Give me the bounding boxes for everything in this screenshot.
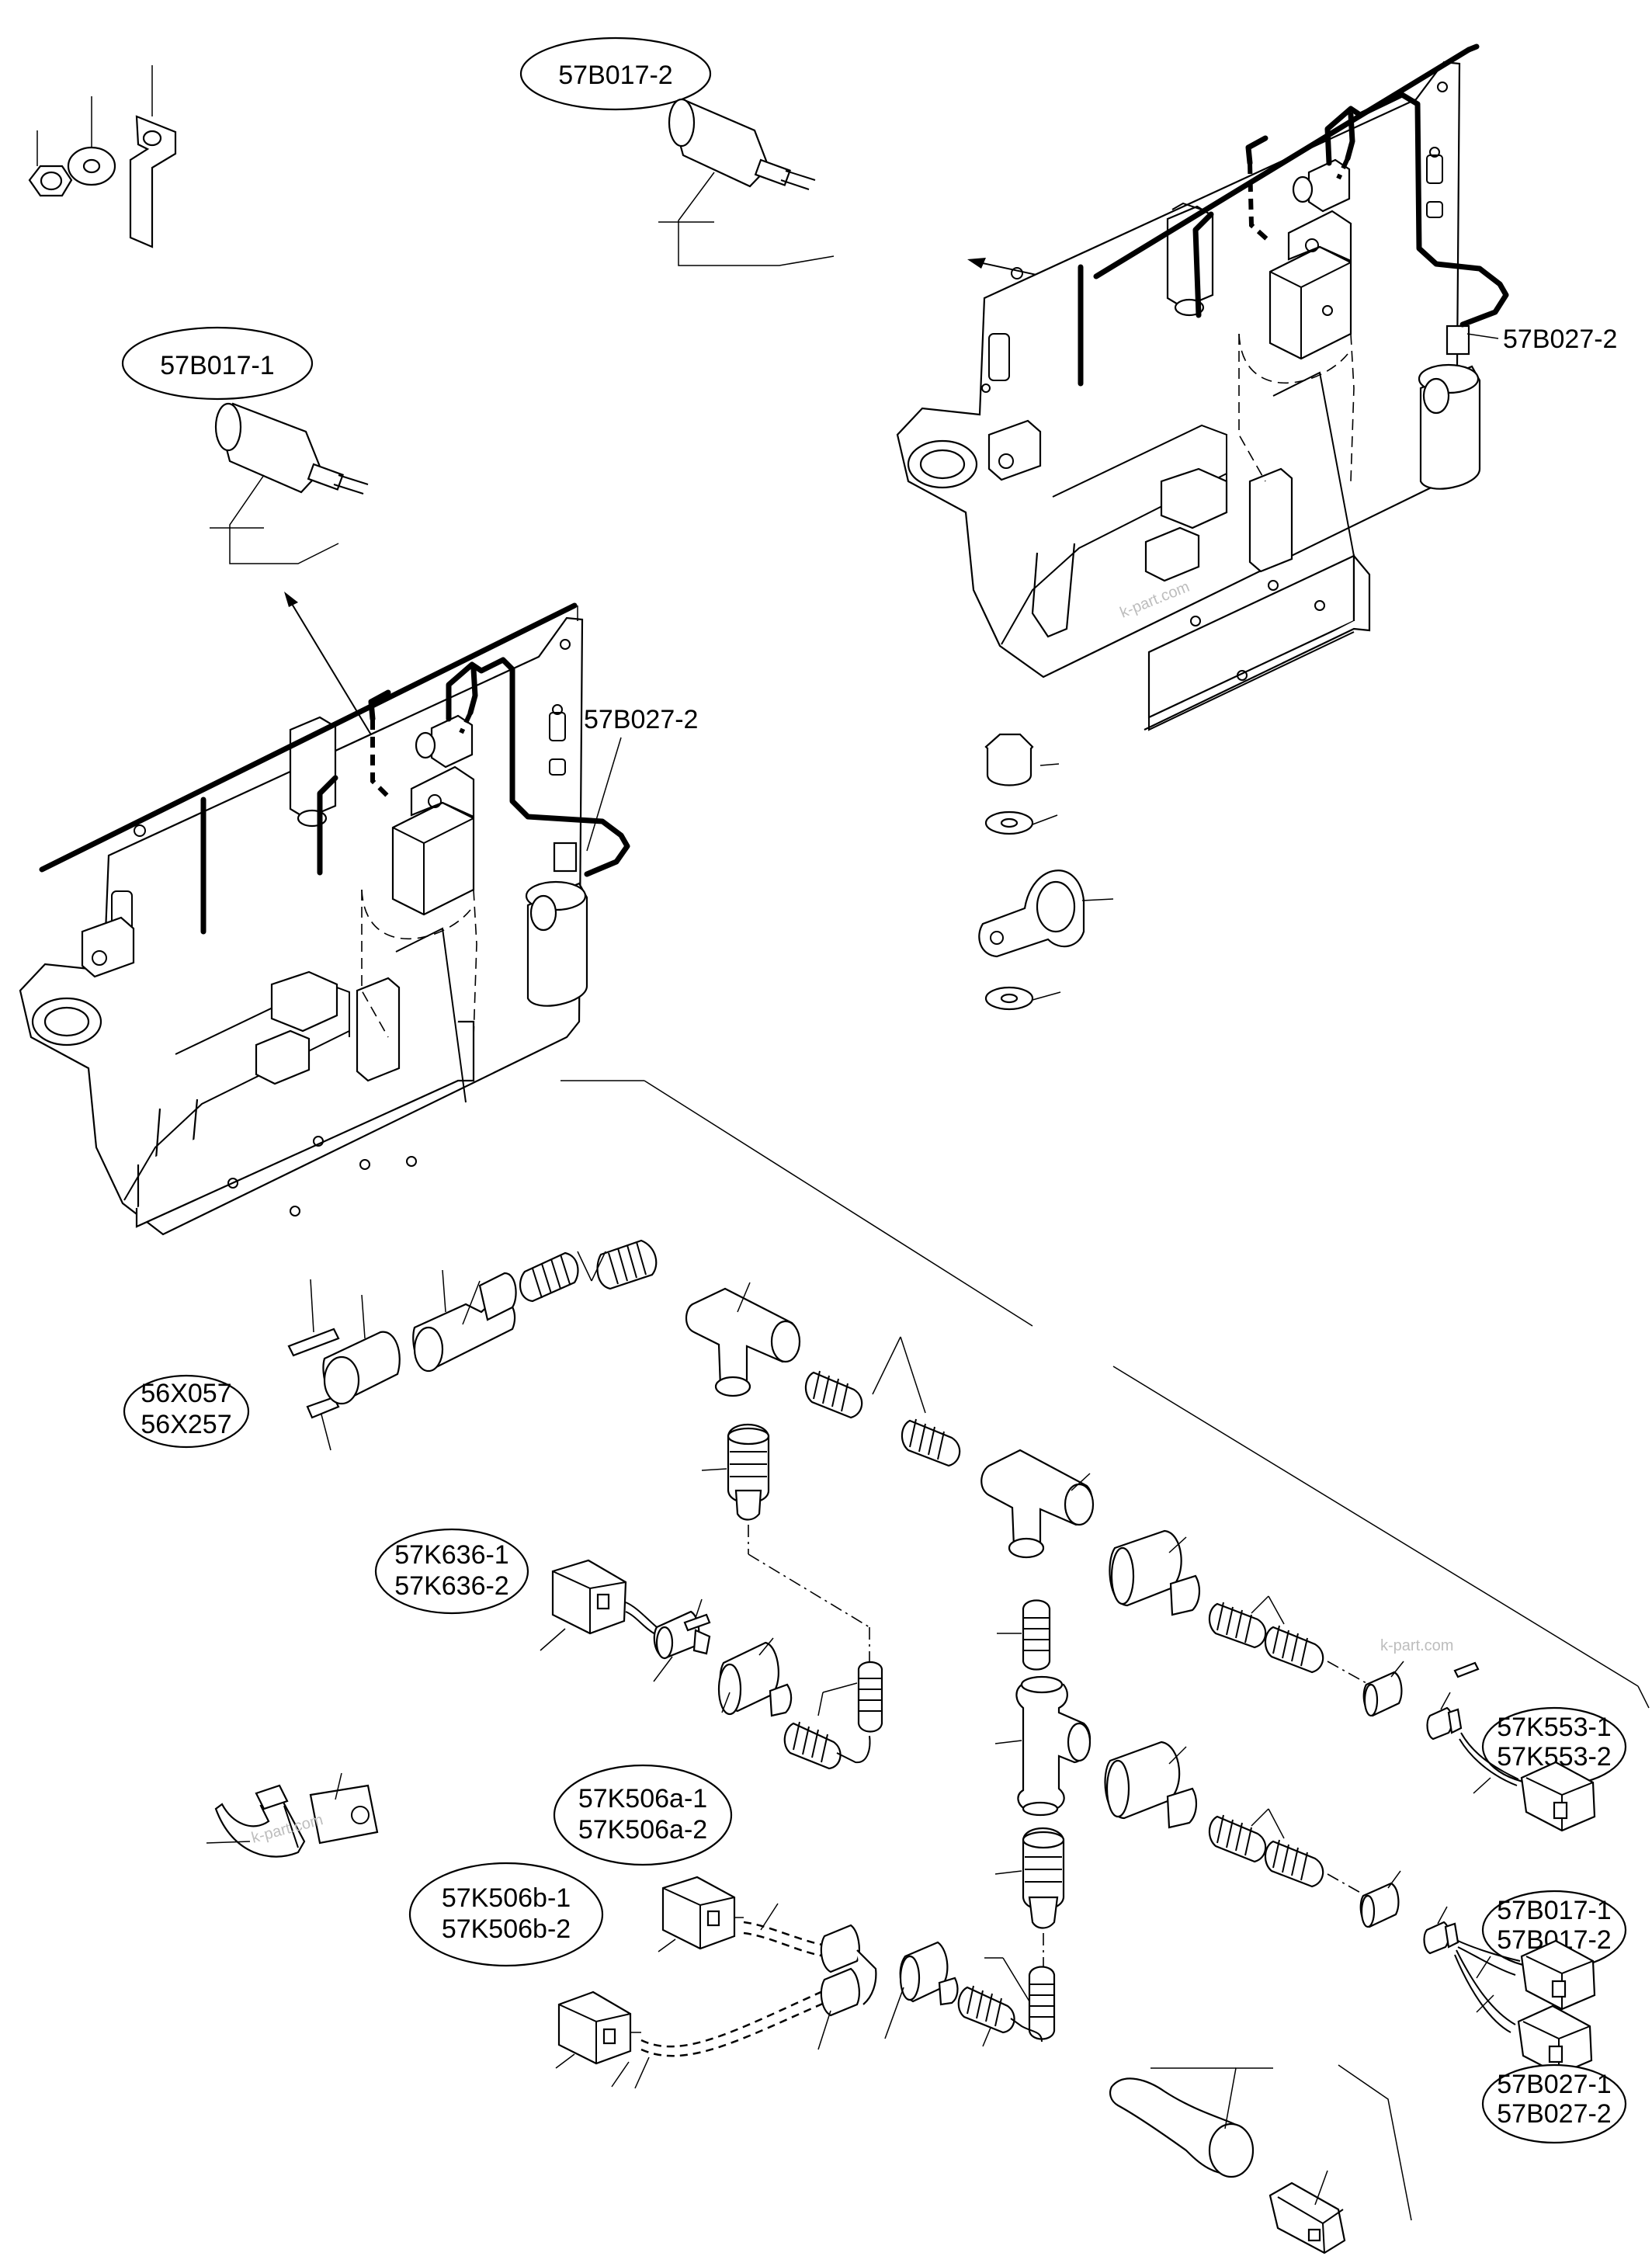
label-57B017-1-top: 57B017-1 (160, 351, 274, 380)
corrugated-segment-9 (1022, 1599, 1051, 1671)
label-57K506b-2: 57K506b-2 (442, 1914, 571, 1944)
label-57K553-1: 57K553-1 (1497, 1713, 1611, 1742)
label-57K636-2: 57K636-2 (394, 1571, 508, 1601)
corrugated-segment-6 (1264, 1625, 1324, 1674)
label-56X057: 56X057 (141, 1379, 231, 1408)
sensor-57B017-2-top: 57B017-2 (519, 36, 835, 266)
label-57B027-2-right: 57B027-2 (1497, 2099, 1611, 2129)
label-57K636-1: 57K636-1 (394, 1540, 508, 1570)
corrugated-segment-7 (783, 1721, 842, 1770)
label-57B027-2-left: 57B027-2 (584, 705, 698, 734)
label-57B027-1-right: 57B027-1 (1497, 2070, 1611, 2099)
corrugated-segment-2 (596, 1239, 658, 1290)
machine-frame-right: 57B027-2 k-part.com (896, 43, 1617, 731)
corrugated-segment-4 (901, 1418, 961, 1467)
clamp-hardware (978, 733, 1114, 1011)
label-57K506a-1: 57K506a-1 (578, 1784, 707, 1813)
label-57B017-2-top: 57B017-2 (558, 61, 672, 90)
machine-frame-left: 57B027-2 (19, 602, 698, 1236)
label-57B017-1-right: 57B017-1 (1497, 1896, 1611, 1925)
sensor-57B017-1: 57B017-1 (121, 326, 369, 564)
label-57K506b-1: 57K506b-1 (442, 1883, 571, 1913)
corrugated-segment-12 (1028, 1966, 1056, 2040)
corrugated-segment-13 (957, 1985, 1015, 2034)
corrugated-segment-1 (519, 1251, 579, 1303)
corrugated-segment-8 (857, 1661, 883, 1733)
corrugated-segment-5 (1208, 1602, 1267, 1649)
label-57B027-2-right: 57B027-2 (1503, 325, 1617, 354)
label-56X257: 56X257 (141, 1410, 231, 1439)
corrugated-segment-3 (804, 1370, 863, 1419)
nut-washer-bracket (28, 65, 177, 248)
label-57K506a-2: 57K506a-2 (578, 1815, 707, 1845)
harness-exploded: 56X057 56X257 (123, 1080, 1650, 2254)
watermark-3: k-part.com (1380, 1637, 1453, 1654)
corrugated-segment-10 (1208, 1814, 1267, 1863)
corrugated-segment-11 (1264, 1839, 1324, 1888)
